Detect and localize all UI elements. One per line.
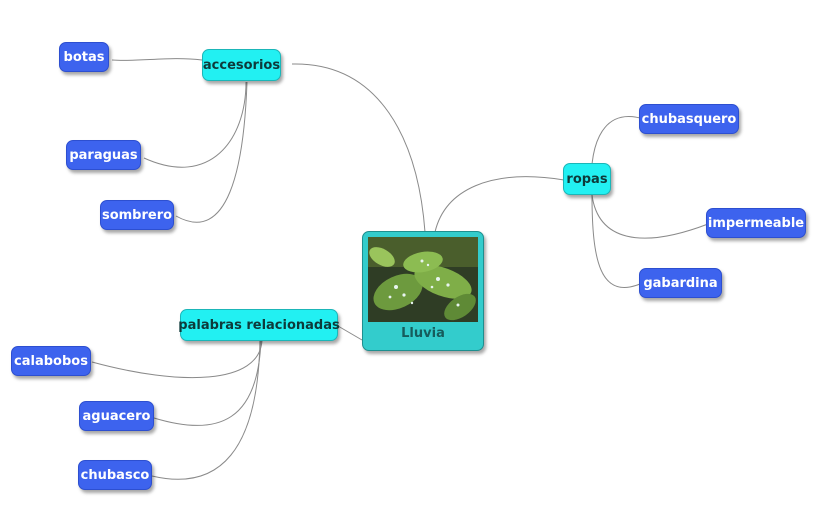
branch-ropas[interactable]: ropas	[563, 163, 611, 195]
leaf-gabardina[interactable]: gabardina	[639, 268, 722, 298]
link-accesorios-paraguas	[143, 81, 247, 168]
link-central-palabras	[337, 325, 363, 341]
leaf-impermeable[interactable]: impermeable	[706, 208, 806, 238]
central-topic-label: Lluvia	[401, 326, 445, 341]
branch-palabras-relacionadas[interactable]: palabras relacionadas	[178, 309, 340, 341]
link-palabras-chubasco	[151, 339, 261, 480]
leaf-aguacero[interactable]: aguacero	[79, 401, 154, 431]
leaf-botas[interactable]: botas	[59, 42, 109, 72]
leaf-chubasco[interactable]: chubasco	[78, 460, 152, 490]
leaf-calabobos[interactable]: calabobos	[11, 346, 91, 376]
leaf-paraguas[interactable]: paraguas	[66, 140, 141, 170]
link-accesorios-botas	[111, 58, 203, 61]
link-palabras-calabobos	[91, 339, 263, 379]
link-ropas-impermeable	[591, 194, 709, 239]
link-central-accesorios	[291, 63, 426, 233]
link-central-ropas	[434, 176, 565, 233]
central-topic[interactable]: Lluvia	[362, 231, 484, 351]
leaf-sombrero[interactable]: sombrero	[100, 200, 174, 230]
branch-accesorios[interactable]: accesorios	[202, 49, 281, 81]
link-accesorios-sombrero	[175, 81, 248, 223]
link-palabras-aguacero	[153, 339, 262, 426]
leaf-chubasquero[interactable]: chubasquero	[639, 104, 739, 134]
link-ropas-gabardina	[591, 194, 641, 289]
rain-leaves-photo	[368, 237, 478, 322]
